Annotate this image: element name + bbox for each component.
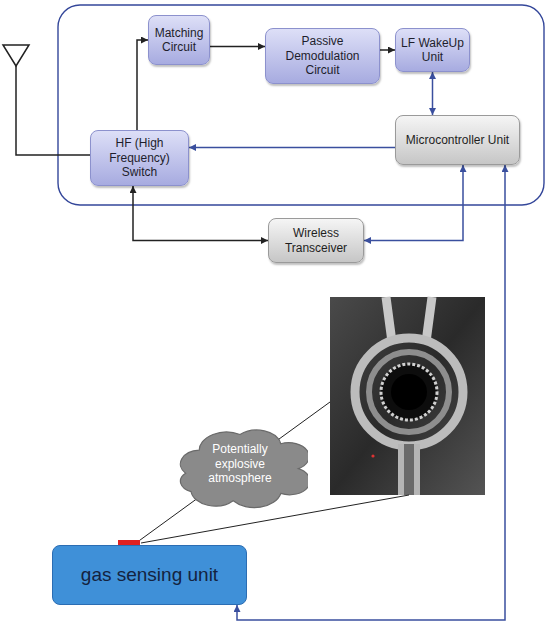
box-label: LF WakeUp Unit [400,36,465,65]
sensor-stem-gap [404,444,414,495]
connector-arrow [432,72,434,115]
box-label: Microcontroller Unit [406,133,509,147]
connector-arrow [237,165,505,620]
connector-arrow [137,40,148,130]
sensor-stem [398,444,420,495]
transceiver-box: Wireless Transceiver [268,218,364,263]
photo-marker [371,454,374,457]
box-label: gas sensing unit [81,564,218,587]
process-box: Passive Demodulation Circuit [265,28,380,84]
zoom-line [136,402,330,543]
connector-arrow [380,49,395,51]
antenna-wire [16,66,90,155]
membrane-centre [391,374,427,410]
sensing-box: gas sensing unit [52,545,247,605]
connector-arrow [210,46,265,48]
heater-ring [355,338,463,446]
process-box: LF WakeUp Unit [395,28,470,72]
cloud-shape [180,430,308,508]
box-label: Matching Circuit [153,26,205,55]
connector-arrow [189,147,395,149]
module-outline [58,5,544,205]
electrode-ring [369,352,449,432]
connector-arrow [133,186,268,241]
atmosphere-cloud: Potentially explosive atmosphere [172,418,308,510]
photo-ground [330,297,485,495]
switch-box: HF (High Frequency) Switch [90,130,189,186]
zoom-line [141,495,409,543]
process-box: Matching Circuit [148,15,210,65]
box-label: Wireless Transceiver [273,226,359,255]
sensor-photo [330,297,485,495]
box-label: Passive Demodulation Circuit [270,34,375,77]
box-label: Potentially explosive atmosphere [198,442,282,485]
connector-arrow [364,165,463,241]
sensing-membrane [381,364,437,420]
controller-box: Microcontroller Unit [395,115,520,165]
box-label: HF (High Frequency) Switch [95,136,184,179]
antenna-symbol [3,45,29,66]
